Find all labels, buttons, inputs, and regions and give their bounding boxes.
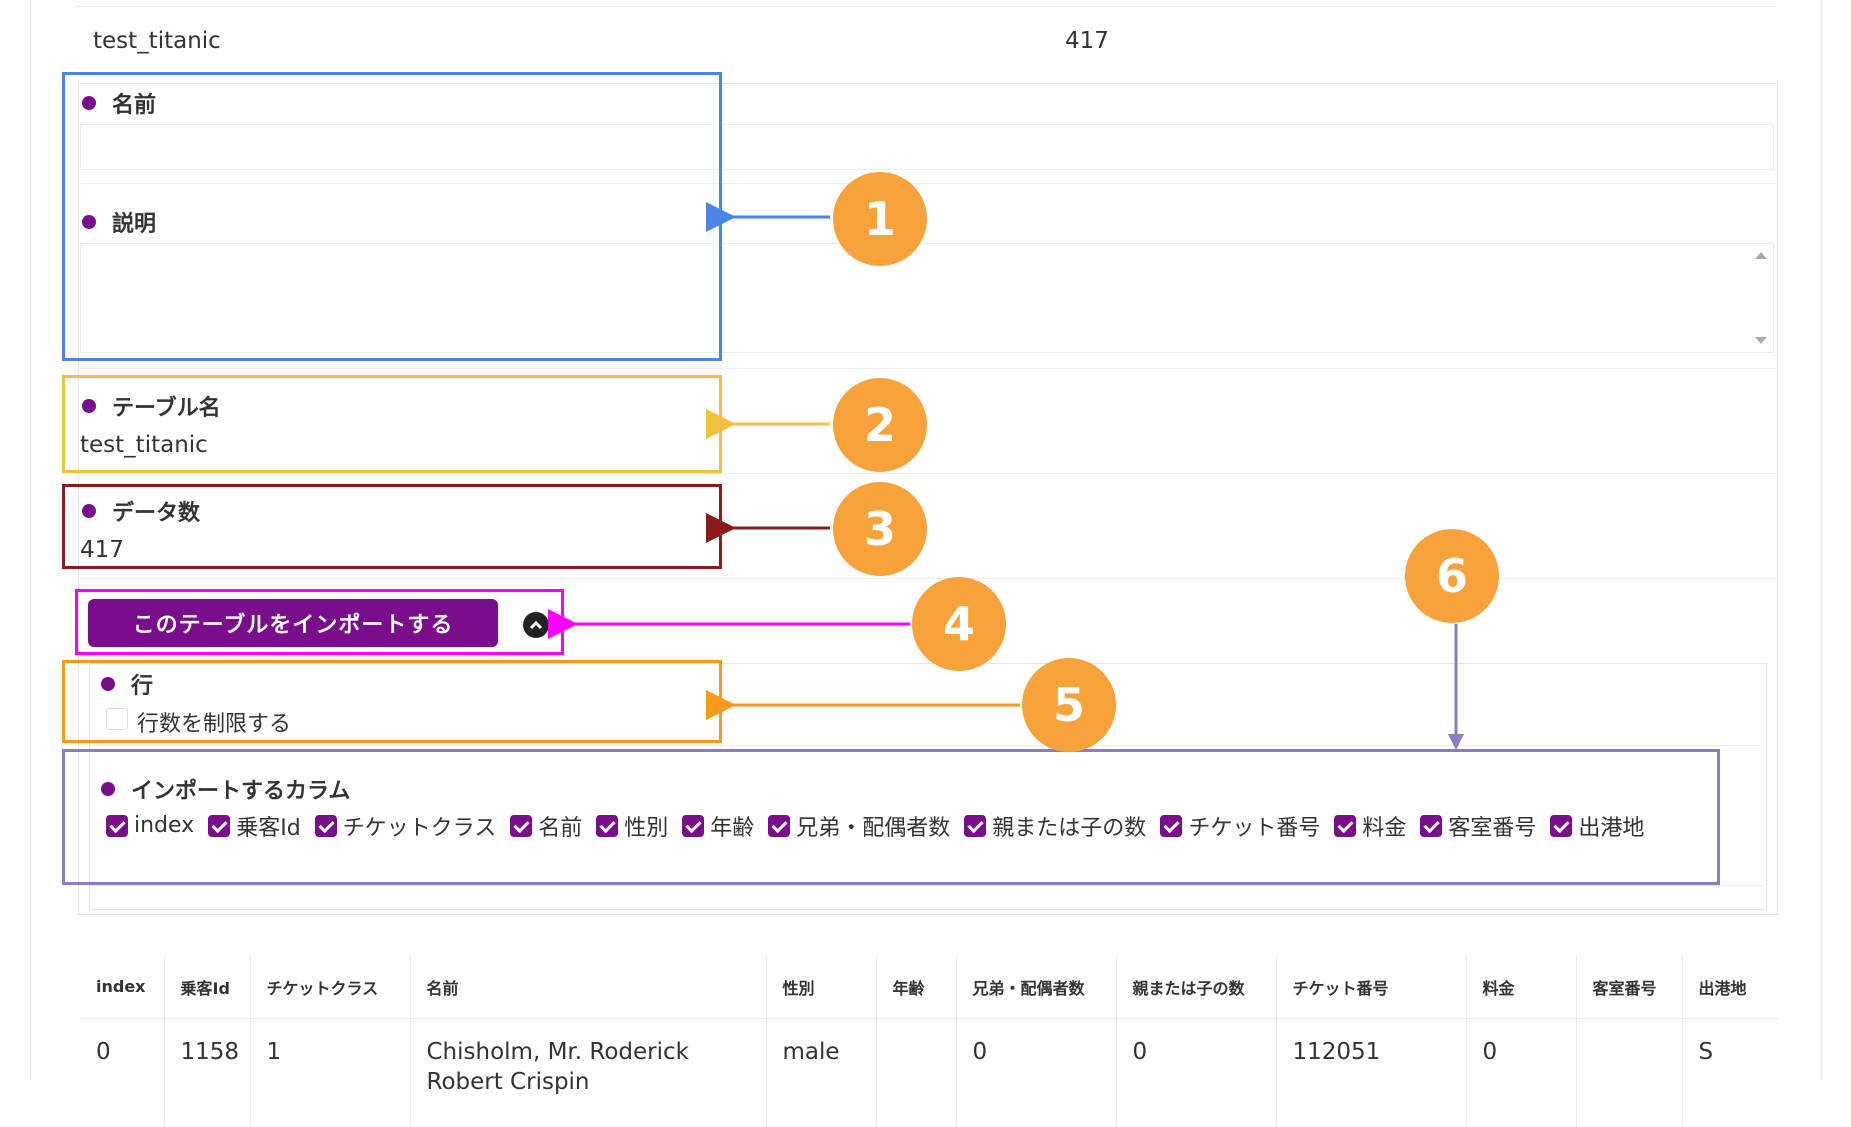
annotation-badge-6: 6 (1405, 529, 1499, 623)
annotation-badge-5: 5 (1022, 658, 1116, 752)
annotation-badge-4: 4 (912, 577, 1006, 671)
arrow-6-head (1448, 734, 1464, 750)
annotation-badge-1: 1 (833, 172, 927, 266)
annotation-badge-3: 3 (833, 482, 927, 576)
annotation-badge-2: 2 (833, 378, 927, 472)
